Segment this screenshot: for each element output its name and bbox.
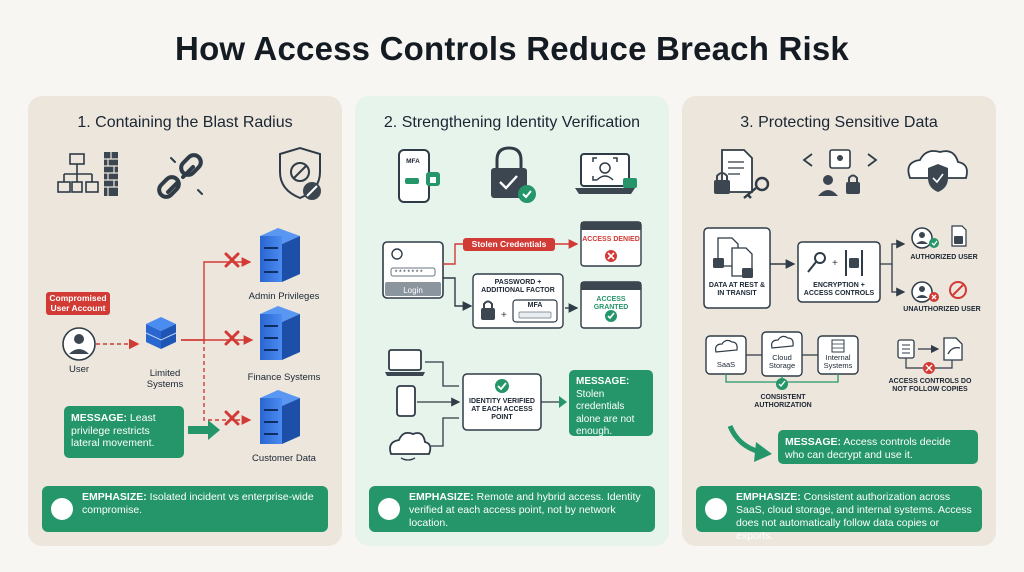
target-finance-label: Finance Systems <box>247 372 321 383</box>
emphasize-box: EMPHASIZE: Remote and hybrid access. Ide… <box>369 486 655 532</box>
limited-systems-label: Limited Systems <box>146 368 184 390</box>
limited-systems-icon <box>145 317 177 349</box>
tablet-icon <box>396 385 416 417</box>
broken-chain-icon <box>157 153 203 199</box>
access-granted-label: ACCESS GRANTED <box>593 296 629 311</box>
cloud-shield-icon <box>907 150 968 192</box>
no-follow-copies-label: ACCESS CONTROLS DO NOT FOLLOW COPIES <box>888 378 972 393</box>
data-protection-diagram: + <box>703 149 968 462</box>
check-icon <box>705 498 727 520</box>
server-finance-icon <box>260 306 300 360</box>
message-box: MESSAGE: Access controls decide who can … <box>778 430 978 464</box>
panel-title: 3. Protecting Sensitive Data <box>740 114 938 131</box>
authorized-user-label: AUTHORIZED USER <box>910 254 978 261</box>
target-customer-label: Customer Data <box>252 453 316 464</box>
laptop-icon <box>385 349 425 376</box>
consistent-authorization-label: CONSISTENT AUTHORIZATION <box>754 394 812 409</box>
mfa-field-label: MFA <box>527 302 543 309</box>
blocked-x-icon <box>224 252 240 426</box>
message-box: MESSAGE: Least privilege restricts later… <box>64 406 184 458</box>
encryption-label: ENCRYPTION + ACCESS CONTROLS <box>803 282 875 297</box>
user-label: User <box>68 364 90 375</box>
mfa-phone-label: MFA <box>406 158 420 165</box>
shield-block-icon <box>279 146 321 200</box>
user-lock-arrows-icon <box>802 149 878 196</box>
identity-diagram: ******* + <box>382 146 642 461</box>
svg-text:*******: ******* <box>394 270 423 278</box>
firewall-icon <box>104 152 118 196</box>
cloud-storage-label: Cloud Storage <box>768 353 796 370</box>
panel-sensitive-data: 3. Protecting Sensitive Data <box>682 96 996 546</box>
panel-identity-verification: 2. Strengthening Identity Verification <box>355 96 669 546</box>
access-denied-label: ACCESS DENIED <box>582 236 640 243</box>
login-button[interactable]: Login <box>403 286 423 295</box>
svg-text:+: + <box>501 310 507 321</box>
server-admin-icon <box>260 228 300 282</box>
target-admin-label: Admin Privileges <box>248 291 320 302</box>
svg-text:+: + <box>832 258 838 269</box>
panel-blast-radius: 1. Containing the Blast Radius <box>28 96 342 546</box>
message-box: MESSAGE:Stolen credentials alone are not… <box>569 370 653 437</box>
data-rest-label: DATA AT REST & IN TRANSIT <box>708 282 766 297</box>
page-title: How Access Controls Reduce Breach Risk <box>175 30 849 67</box>
padlock-check-icon <box>491 146 536 203</box>
saas-label: SaaS <box>716 360 736 369</box>
identity-verified-label: IDENTITY VERIFIED AT EACH ACCESS POINT <box>469 398 535 421</box>
server-customer-icon <box>260 390 300 444</box>
unauthorized-user-label: UNAUTHORIZED USER <box>903 306 981 313</box>
user-icon <box>62 327 96 361</box>
emphasize-box: EMPHASIZE: Consistent authorization acro… <box>696 486 982 542</box>
phone-mfa-icon <box>398 149 440 203</box>
document-key-icon <box>714 149 770 199</box>
compromised-account-badge: Compromised User Account <box>46 292 110 315</box>
panel-title: 2. Strengthening Identity Verification <box>383 114 641 131</box>
org-chart-icon <box>57 153 99 193</box>
check-icon <box>378 498 400 520</box>
emphasize-box: EMPHASIZE: Isolated incident vs enterpri… <box>42 486 328 532</box>
panel-title: 1. Containing the Blast Radius <box>77 114 293 131</box>
blast-radius-diagram <box>57 146 321 516</box>
stolen-credentials-badge: Stolen Credentials <box>463 238 555 251</box>
laptop-face-scan-icon <box>575 153 637 194</box>
internal-systems-label: Internal Systems <box>823 353 853 370</box>
check-icon <box>51 498 73 520</box>
cloud-icon <box>389 431 432 461</box>
password-factor-label: PASSWORD + ADDITIONAL FACTOR <box>481 279 555 294</box>
